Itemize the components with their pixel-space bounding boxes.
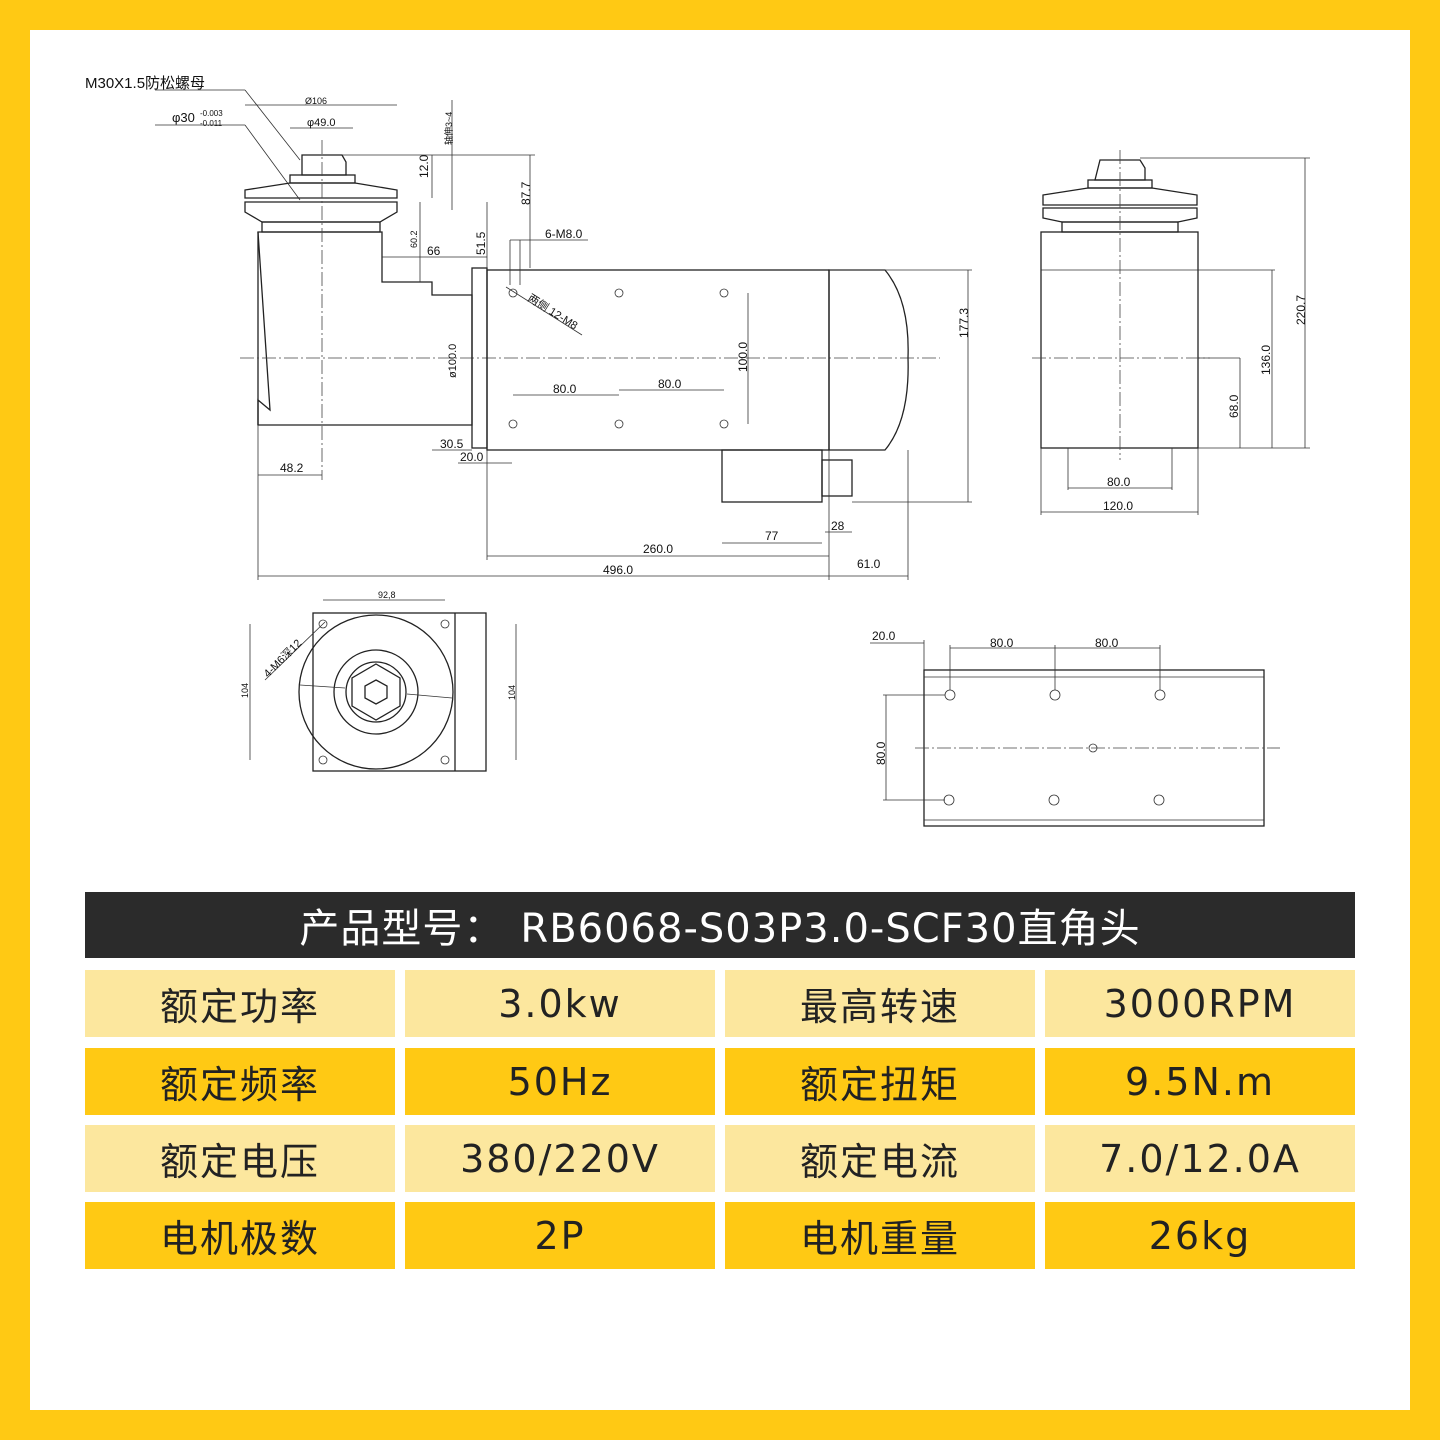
m8-label: 6-M8.0 [545,227,583,241]
front-h104a-label: 104 [240,683,250,698]
spec-value: 9.5N.m [1045,1048,1355,1115]
spec-value: 380/220V [405,1125,715,1192]
d49-label: φ49.0 [307,117,336,129]
h177-3-label: 177.3 [957,308,971,338]
side-h68-label: 68.0 [1227,394,1241,418]
d106-label: Ø106 [305,96,327,106]
w66-label: 66 [427,244,441,258]
h12-label: 12.0 [417,154,431,178]
front-holes-label: 4-M6深12 [261,637,304,680]
spec-row: 电机极数 2P 电机重量 26kg [85,1202,1355,1269]
spec-value: 2P [405,1202,715,1269]
tol-upper: -0.003 [200,109,223,118]
spec-row: 额定频率 50Hz 额定扭矩 9.5N.m [85,1048,1355,1115]
spec-value: 3.0kw [405,970,715,1037]
w48-2-label: 48.2 [280,461,304,475]
w80b-label: 80.0 [658,377,682,391]
spec-label: 电机重量 [725,1202,1035,1269]
w80a-label: 80.0 [553,382,577,396]
spec-value: 3000RPM [1045,970,1355,1037]
side-view: 220.7 136.0 68.0 80.0 120.0 [1032,150,1310,515]
nut-label: M30X1.5防松螺母 [85,75,205,92]
model-value: RB6068-S03P3.0-SCF30直角头 [520,906,1141,952]
bottom-view: 20.0 80.0 80.0 80.0 [870,629,1280,827]
side-w120-label: 120.0 [1103,499,1133,513]
w20-label: 20.0 [460,450,484,464]
spec-label: 最高转速 [725,970,1035,1037]
h51-5-label: 51.5 [474,231,488,255]
spec-row: 额定功率 3.0kw 最高转速 3000RPM [85,970,1355,1037]
main-view: M30X1.5防松螺母 φ30 -0.003 -0.011 Ø106 φ49.0 [85,75,972,580]
d100-label: ø100.0 [447,344,459,378]
front-w92-8-label: 92,8 [378,590,396,600]
w28-label: 28 [831,519,845,533]
bottom-w80b-label: 80.0 [1095,636,1119,650]
side-h220-7-label: 220.7 [1294,295,1308,325]
spec-label: 电机极数 [85,1202,395,1269]
model-title-bar: 产品型号： RB6068-S03P3.0-SCF30直角头 [85,892,1355,958]
bottom-w80a-label: 80.0 [990,636,1014,650]
spec-label: 额定扭矩 [725,1048,1035,1115]
h100-label: 100.0 [736,342,750,372]
spec-label: 额定电流 [725,1125,1035,1192]
front-h104b-label: 104 [507,685,517,700]
w496-label: 496.0 [603,563,633,577]
w77-label: 77 [765,529,779,543]
tol-lower: -0.011 [200,119,223,128]
w30-5-label: 30.5 [440,437,464,451]
spec-value: 7.0/12.0A [1045,1125,1355,1192]
model-label: 产品型号： [299,906,505,952]
spec-value: 50Hz [405,1048,715,1115]
front-view: 92,8 4-M6深12 104 104 [240,590,517,772]
spec-label: 额定电压 [85,1125,395,1192]
d3-4-label: 轴伸3~4 [443,112,454,145]
spec-label: 额定频率 [85,1048,395,1115]
shaft-dia-label: φ30 [172,110,195,125]
spec-row: 额定电压 380/220V 额定电流 7.0/12.0A [85,1125,1355,1192]
w61-label: 61.0 [857,557,881,571]
bottom-h80-label: 80.0 [874,741,888,765]
side-w80-label: 80.0 [1107,475,1131,489]
side-holes-label: 两侧 12-M8 [525,292,580,333]
h87-7-label: 87.7 [519,181,533,205]
spec-value: 26kg [1045,1202,1355,1269]
spec-label: 额定功率 [85,970,395,1037]
technical-drawing: M30X1.5防松螺母 φ30 -0.003 -0.011 Ø106 φ49.0 [85,75,1310,827]
side-h136-label: 136.0 [1259,345,1273,375]
h60-2-label: 60.2 [409,230,419,248]
bottom-w20-label: 20.0 [872,629,896,643]
w260-label: 260.0 [643,542,673,556]
